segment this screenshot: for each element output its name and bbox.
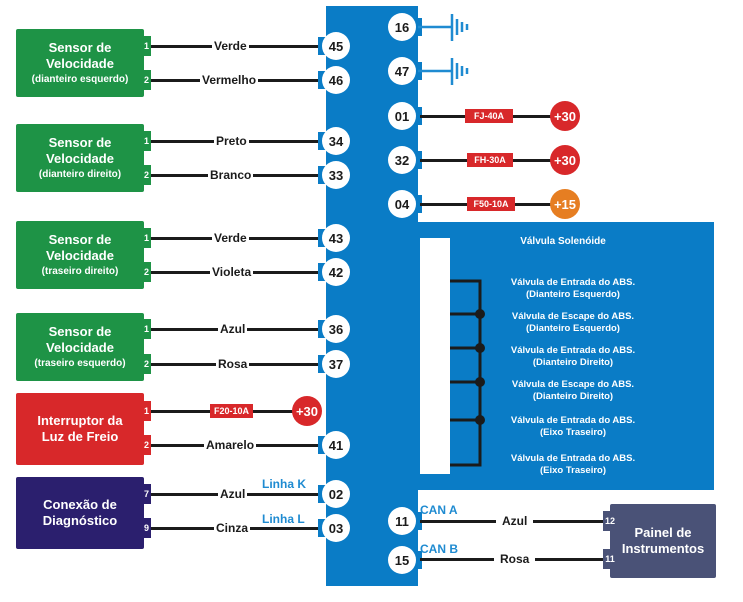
fuse: F50-10A bbox=[467, 197, 515, 211]
speed-sensor-front-left: Sensor de Velocidade (dianteiro esquerdo… bbox=[16, 29, 144, 97]
module-subtitle: (traseiro esquerdo) bbox=[34, 357, 126, 369]
connector-pin: 12 bbox=[603, 511, 617, 531]
wire-color-label: Azul bbox=[218, 487, 248, 501]
connector-pin: 1 bbox=[142, 36, 151, 56]
junction-dot bbox=[475, 415, 485, 425]
ecu-pin: 46 bbox=[322, 66, 350, 94]
connector-pin: 1 bbox=[142, 319, 151, 339]
ground-icon bbox=[418, 58, 469, 85]
brake-light-switch: Interruptor da Luz de Freio bbox=[16, 393, 144, 465]
valve-item: Válvula de Escape do ABS.(Dianteiro Dire… bbox=[511, 379, 635, 402]
connector-pin: 2 bbox=[142, 262, 151, 282]
module-title: Conexão de Diagnóstico bbox=[42, 497, 118, 528]
ecu-pin-tab bbox=[414, 195, 422, 213]
valve-item: Válvula de Entrada do ABS.(Dianteiro Dir… bbox=[510, 345, 636, 368]
wire-color-label: Branco bbox=[208, 168, 254, 182]
module-subtitle: (dianteiro direito) bbox=[38, 168, 122, 180]
module-subtitle: (dianteiro esquerdo) bbox=[31, 73, 129, 85]
ecu-pin: 33 bbox=[322, 161, 350, 189]
connector-pin: 1 bbox=[142, 401, 151, 421]
junction-dot bbox=[475, 309, 485, 319]
ecu-pin: 02 bbox=[322, 480, 350, 508]
ecu-pin: 04 bbox=[388, 190, 416, 218]
ecu-pin: 41 bbox=[322, 431, 350, 459]
can-bus-label: CAN A bbox=[420, 503, 458, 517]
ecu-pin: 37 bbox=[322, 350, 350, 378]
module-subtitle: (traseiro direito) bbox=[41, 265, 119, 277]
junction-dot bbox=[475, 377, 485, 387]
module-title: Sensor de Velocidade bbox=[46, 39, 114, 71]
valve-bus-wiring bbox=[450, 279, 485, 467]
connector-pin: 2 bbox=[142, 165, 151, 185]
valve-item: Válvula de Entrada do ABS.(Eixo Traseiro… bbox=[510, 453, 636, 476]
ecu-pin: 32 bbox=[388, 146, 416, 174]
ecu-pin: 11 bbox=[388, 507, 416, 535]
ecu-pin: 01 bbox=[388, 102, 416, 130]
valve-block bbox=[326, 222, 714, 490]
connector-pin: 11 bbox=[603, 549, 617, 569]
ground-icon bbox=[418, 14, 469, 41]
fuse: FJ-40A bbox=[465, 109, 513, 123]
valve-item: Válvula de Entrada do ABS.(Eixo Traseiro… bbox=[510, 415, 636, 438]
can-bus-label: CAN B bbox=[420, 542, 458, 556]
ecu-pin-tab bbox=[414, 151, 422, 169]
ecu-pin: 34 bbox=[322, 127, 350, 155]
l-line-label: Linha L bbox=[262, 512, 305, 526]
valve-block-white-bar bbox=[420, 238, 450, 474]
ecu-pin: 43 bbox=[322, 224, 350, 252]
connector-pin: 1 bbox=[142, 131, 151, 151]
speed-sensor-rear-left: Sensor de Velocidade (traseiro esquerdo) bbox=[16, 313, 144, 381]
valve-block-title: Válvula Solenóide bbox=[520, 236, 606, 247]
connector-pin: 2 bbox=[142, 354, 151, 374]
module-title: Painel de Instrumentos bbox=[621, 525, 705, 556]
module-title: Interruptor da Luz de Freio bbox=[37, 413, 123, 444]
wire-color-label: Rosa bbox=[494, 552, 536, 566]
wire-color-label: Preto bbox=[214, 134, 249, 148]
connector-pin: 2 bbox=[142, 70, 151, 90]
ecu-pin-tab bbox=[414, 551, 422, 569]
wire-color-label: Amarelo bbox=[204, 438, 257, 452]
wire-color-label: Rosa bbox=[216, 357, 250, 371]
ecu-pin: 47 bbox=[388, 57, 416, 85]
speed-sensor-rear-right: Sensor de Velocidade (traseiro direito) bbox=[16, 221, 144, 289]
diagnostic-connector: Conexão de Diagnóstico bbox=[16, 477, 144, 549]
wire-color-label: Verde bbox=[212, 39, 249, 53]
module-title: Sensor de Velocidade bbox=[46, 231, 114, 263]
ecu-pin: 36 bbox=[322, 315, 350, 343]
ecu-pin: 03 bbox=[322, 514, 350, 542]
wire-color-label: Vermelho bbox=[200, 73, 259, 87]
fuse: FH-30A bbox=[467, 153, 513, 167]
wire-color-label: Azul bbox=[218, 322, 248, 336]
ecu-pin-tab bbox=[414, 512, 422, 530]
wire-color-label: Verde bbox=[212, 231, 249, 245]
ecu-pin: 42 bbox=[322, 258, 350, 286]
instrument-panel: Painel de Instrumentos bbox=[610, 504, 716, 578]
k-line-label: Linha K bbox=[262, 477, 306, 491]
ecu-pin: 16 bbox=[388, 13, 416, 41]
wire-color-label: Cinza bbox=[214, 521, 251, 535]
connector-pin: 7 bbox=[142, 484, 151, 504]
wire-color-label: Violeta bbox=[210, 265, 254, 279]
valve-item: Válvula de Escape do ABS.(Dianteiro Esqu… bbox=[511, 311, 635, 334]
fuse: F20-10A bbox=[210, 404, 254, 418]
junction-dot bbox=[475, 343, 485, 353]
power-terminal: +30 bbox=[550, 101, 580, 131]
module-title: Sensor de Velocidade bbox=[46, 323, 114, 355]
valve-item: Válvula de Entrada do ABS.(Dianteiro Esq… bbox=[510, 277, 636, 300]
power-terminal: +15 bbox=[550, 189, 580, 219]
wire-color-label: Azul bbox=[496, 514, 534, 528]
connector-pin: 9 bbox=[142, 518, 151, 538]
connector-pin: 2 bbox=[142, 435, 151, 455]
power-terminal: +30 bbox=[550, 145, 580, 175]
ecu-pin-tab bbox=[414, 107, 422, 125]
power-terminal: +30 bbox=[292, 396, 322, 426]
ecu-pin: 45 bbox=[322, 32, 350, 60]
speed-sensor-front-right: Sensor de Velocidade (dianteiro direito) bbox=[16, 124, 144, 192]
module-title: Sensor de Velocidade bbox=[46, 134, 114, 166]
ecu-pin: 15 bbox=[388, 546, 416, 574]
connector-pin: 1 bbox=[142, 228, 151, 248]
